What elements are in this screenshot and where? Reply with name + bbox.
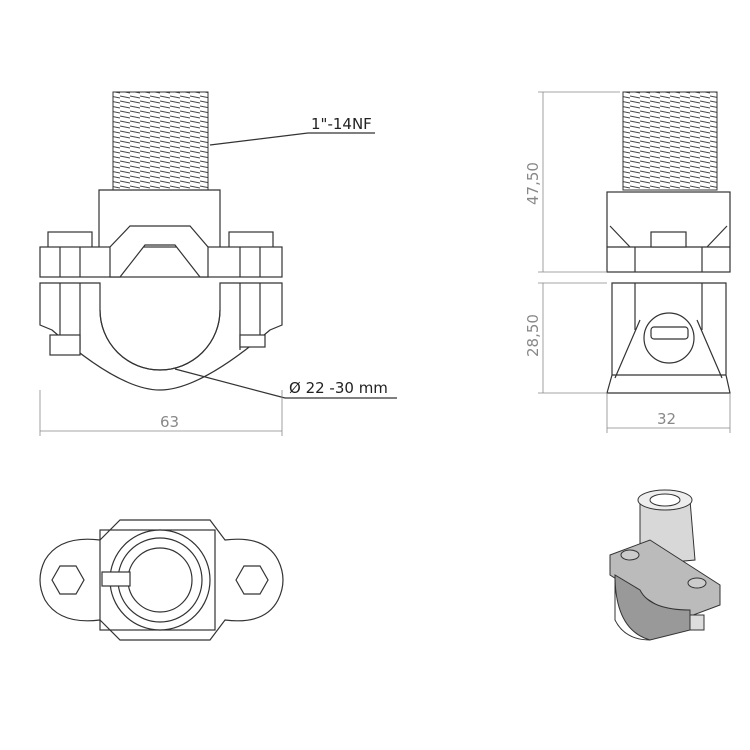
nut-left [51, 565, 85, 595]
thread-callout: 1"-14NF [311, 115, 372, 133]
front-width-dimension: 63 [160, 413, 179, 431]
saddle-top [109, 225, 209, 278]
flange [39, 246, 283, 278]
upper-height-dimension: 47,50 [524, 162, 542, 205]
front-view: 1"-14NF Ø 22 -30 mm 63 [39, 91, 397, 436]
thread [112, 91, 209, 191]
side-width-dimension: 32 [657, 410, 676, 428]
diameter-callout: Ø 22 -30 mm [289, 379, 388, 397]
thread [622, 91, 718, 191]
bolt-head-right [228, 231, 274, 249]
isometric-view [609, 489, 721, 641]
lower-height-dimension: 28,50 [524, 314, 542, 357]
side-view: 47,50 28,50 32 [524, 91, 731, 433]
nut-right [235, 565, 269, 595]
bolt-head-left [47, 231, 93, 249]
top-view [39, 519, 284, 641]
